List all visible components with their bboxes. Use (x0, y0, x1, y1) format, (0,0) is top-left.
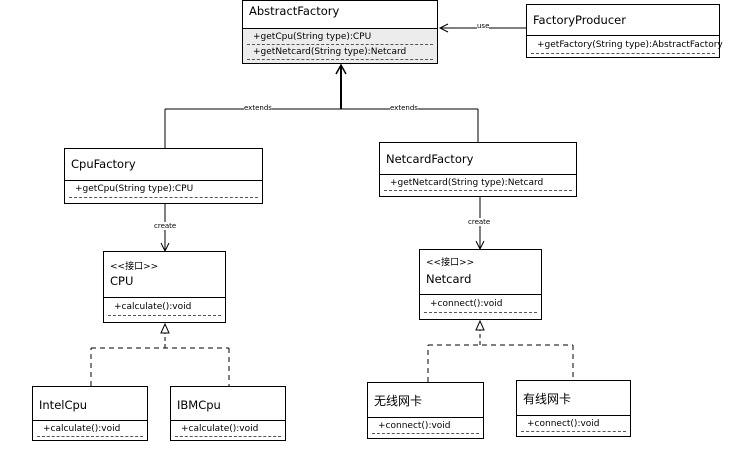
method: +connect():void (378, 421, 451, 431)
class-intel-cpu[interactable]: IntelCpu +calculate():void (32, 386, 148, 441)
class-ibm-cpu[interactable]: IBMCpu +calculate():void (170, 386, 286, 441)
interface-cpu[interactable]: <<接口>> CPU +calculate():void (103, 251, 226, 323)
realize-netcard-triangle (475, 319, 485, 331)
class-netcard-factory[interactable]: NetcardFactory +getNetcard(String type):… (379, 142, 577, 197)
divider (243, 28, 437, 29)
divider (368, 417, 483, 418)
divider (420, 294, 541, 295)
class-name: CPU (110, 274, 134, 288)
divider (171, 420, 285, 421)
method: +getNetcard(String type):Netcard (390, 178, 544, 188)
class-name: IntelCpu (39, 398, 88, 412)
method: +calculate():void (181, 424, 259, 434)
method: +getCpu(String type):CPU (253, 32, 372, 42)
class-name: NetcardFactory (386, 152, 474, 166)
dashed-divider (247, 44, 433, 45)
divider (527, 35, 719, 36)
method: +calculate():void (114, 302, 192, 312)
class-name: CpuFactory (71, 157, 136, 171)
extends-label-left: extends (244, 104, 272, 112)
dashed-divider (69, 197, 258, 198)
use-arrowhead (438, 23, 449, 33)
extends-arrowhead (335, 63, 347, 75)
method: +getFactory(String type):AbstractFactory (537, 40, 723, 50)
dashed-divider (521, 431, 626, 432)
dashed-divider (108, 315, 221, 316)
method: +connect():void (430, 299, 503, 309)
class-abstract-factory[interactable]: AbstractFactory +getCpu(String type):CPU… (242, 0, 438, 64)
class-name: AbstractFactory (249, 4, 340, 18)
method: +getNetcard(String type):Netcard (253, 47, 407, 57)
stereotype-label: <<接口>> (426, 258, 475, 268)
method: +connect():void (527, 419, 600, 429)
dashed-divider (531, 53, 715, 54)
divider (517, 415, 630, 416)
dashed-divider (175, 436, 281, 437)
divider (33, 420, 147, 421)
create-label-right: create (468, 218, 491, 226)
extends-label-right: extends (390, 104, 418, 112)
use-label: use (477, 22, 490, 30)
class-name: FactoryProducer (533, 13, 626, 27)
methods-compartment (243, 29, 437, 63)
stereotype-label: <<接口>> (110, 262, 159, 272)
dashed-divider (424, 312, 537, 313)
dashed-divider (384, 190, 572, 191)
dashed-divider (37, 436, 143, 437)
class-cpu-factory[interactable]: CpuFactory +getCpu(String type):CPU (64, 148, 263, 204)
class-wireless-card[interactable]: 无线网卡 +connect():void (367, 382, 484, 439)
class-name: IBMCpu (177, 398, 221, 412)
class-name: Netcard (426, 272, 472, 286)
class-factory-producer[interactable]: FactoryProducer +getFactory(String type)… (526, 4, 723, 58)
class-name: 有线网卡 (523, 392, 572, 406)
divider (65, 180, 262, 181)
dashed-divider (247, 59, 433, 60)
class-name: 无线网卡 (374, 394, 423, 408)
realize-cpu-triangle (160, 322, 170, 334)
create-label-left: create (154, 222, 177, 230)
class-wired-card[interactable]: 有线网卡 +connect():void (516, 380, 631, 437)
dashed-divider (372, 433, 479, 434)
divider (380, 174, 576, 175)
method: +calculate():void (43, 424, 121, 434)
method: +getCpu(String type):CPU (75, 184, 194, 194)
interface-netcard[interactable]: <<接口>> Netcard +connect():void (419, 249, 542, 320)
divider (104, 297, 225, 298)
